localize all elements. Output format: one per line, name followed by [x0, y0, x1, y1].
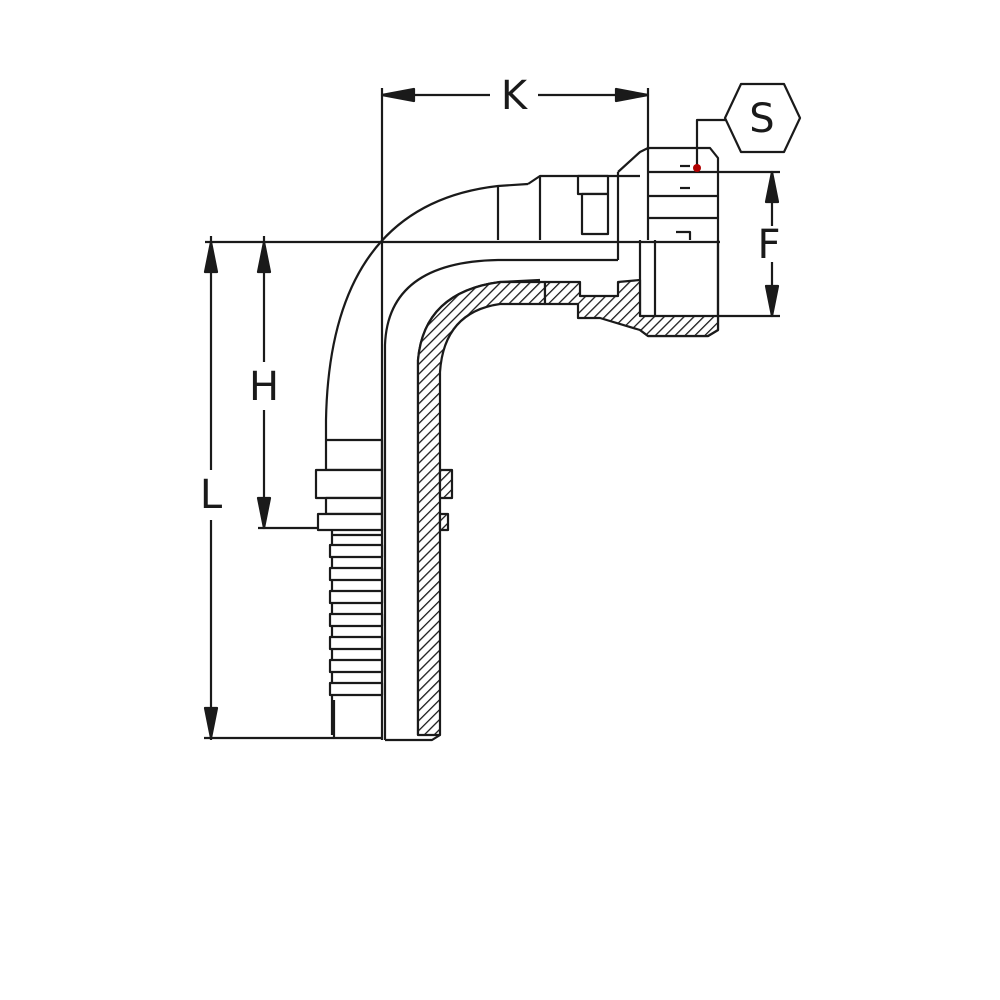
collar-right — [385, 468, 454, 742]
label-k: K — [501, 73, 529, 119]
dimension-f — [718, 170, 780, 318]
label-l: L — [200, 472, 223, 518]
label-s: S — [749, 96, 774, 142]
hose-tail — [314, 438, 384, 740]
nut-section-hatch — [543, 278, 720, 338]
label-f: F — [757, 222, 780, 268]
hex-size-callout — [695, 82, 802, 168]
dimension-l — [203, 236, 334, 740]
leader-dot — [693, 164, 701, 172]
label-h: H — [249, 364, 279, 410]
swivel-nut — [527, 146, 720, 338]
dimension-h — [256, 236, 318, 530]
section-hatch-wall — [416, 280, 547, 737]
dimension-k — [380, 87, 650, 150]
